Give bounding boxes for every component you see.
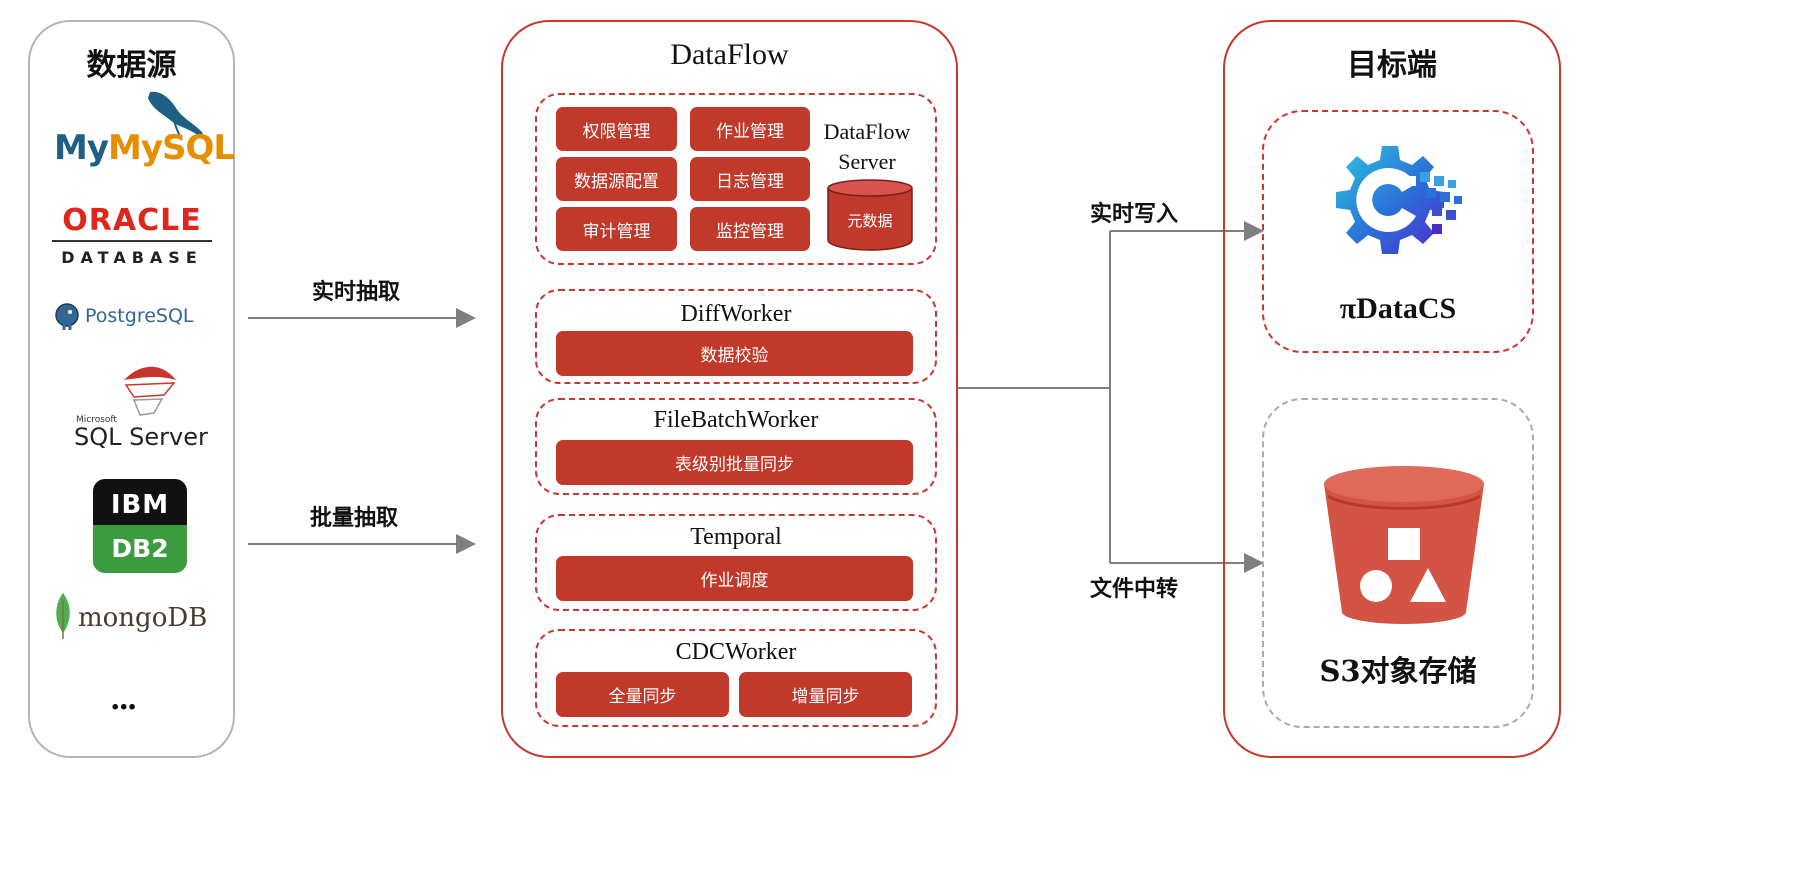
sqlserver-text: SQL Server [74, 423, 208, 451]
target-title: 目标端 [1347, 48, 1437, 83]
btn-job-schedule[interactable]: 作业调度 [556, 556, 913, 601]
target-panel: 目标端 [1223, 20, 1561, 758]
postgresql-logo: PostgreSQL [52, 302, 217, 334]
filebatch-group: FileBatchWorker [535, 398, 937, 495]
dolphin-icon [148, 91, 204, 141]
source-panel: 数据源 [28, 20, 235, 758]
batch-extract-label: 批量抽取 [310, 505, 399, 531]
mongodb-text: mongoDB [78, 603, 208, 633]
more-sources: ... [110, 682, 137, 717]
pidatacs-logo-icon [1336, 146, 1462, 254]
oracle-text: ORACLE [62, 203, 202, 238]
db2-text: DB2 [93, 525, 187, 573]
mongodb-logo: mongoDB [52, 593, 217, 643]
dataflow-title: DataFlow [670, 38, 789, 71]
btn-full-sync[interactable]: 全量同步 [556, 672, 729, 717]
realtime-extract-label: 实时抽取 [312, 279, 401, 305]
sqlserver-logo: Microsoft SQL Server [72, 355, 212, 455]
pidatacs-group [1262, 110, 1534, 353]
oracle-logo: ORACLE DATABASE [52, 203, 212, 273]
mysql-logo: MyMySQL [52, 88, 235, 173]
btn-table-batch-sync[interactable]: 表级别批量同步 [556, 440, 913, 485]
btn-data-verify[interactable]: 数据校验 [556, 331, 913, 376]
btn-datasource-config[interactable]: 数据源配置 [556, 157, 677, 201]
pidatacs-label: πDataCS [1339, 292, 1457, 325]
database-text: DATABASE [61, 248, 203, 267]
cdcworker-title: CDCWorker [675, 639, 797, 665]
temporal-group: Temporal [535, 514, 937, 611]
db2-logo: IBM DB2 [93, 479, 187, 573]
file-transfer-label: 文件中转 [1090, 576, 1179, 602]
postgresql-text: PostgreSQL [85, 305, 194, 327]
btn-audit[interactable]: 审计管理 [556, 207, 677, 251]
btn-log[interactable]: 日志管理 [690, 157, 810, 201]
metadata-label: 元数据 [847, 212, 893, 230]
btn-monitor[interactable]: 监控管理 [690, 207, 810, 251]
btn-permission[interactable]: 权限管理 [556, 107, 677, 151]
realtime-write-label: 实时写入 [1090, 201, 1179, 227]
dataflow-server-group [535, 93, 937, 265]
diffworker-group: DiffWorker [535, 289, 937, 384]
cdcworker-group: CDCWorker [535, 629, 937, 727]
btn-job[interactable]: 作业管理 [690, 107, 810, 151]
elephant-icon [55, 303, 79, 330]
dataflow-panel: DataFlow [501, 20, 958, 758]
temporal-title: Temporal [690, 524, 782, 550]
s3-bucket-icon [1324, 466, 1484, 624]
server-title: DataFlow Server [823, 119, 911, 174]
microsoft-text: Microsoft [76, 415, 117, 425]
metadata-db-icon [827, 179, 913, 251]
mysql-text: MyMySQL [54, 128, 235, 168]
s3-label: S3对象存储 [1319, 654, 1477, 688]
sqlserver-icon [124, 366, 176, 416]
s3-group [1262, 398, 1534, 728]
leaf-icon [56, 593, 70, 639]
source-title: 数据源 [86, 48, 177, 83]
filebatch-title: FileBatchWorker [653, 407, 819, 433]
diffworker-title: DiffWorker [680, 301, 792, 327]
ibm-text: IBM [93, 479, 187, 525]
btn-incremental-sync[interactable]: 增量同步 [739, 672, 912, 717]
